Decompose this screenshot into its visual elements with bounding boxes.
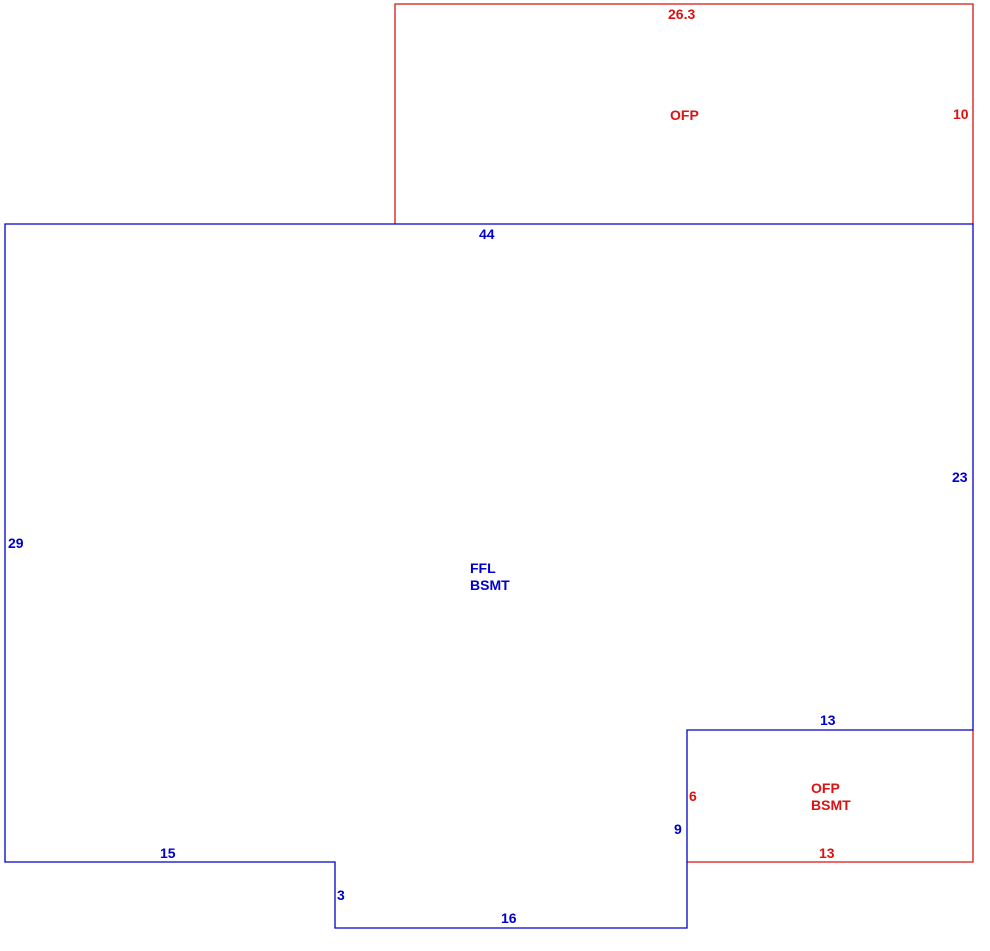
main-area-label-line1: FFL xyxy=(470,560,496,576)
dim-step-left: 9 xyxy=(674,821,682,837)
porch-bottom-label-line1: OFP xyxy=(811,780,840,796)
porch-bottom-label-line2: BSMT xyxy=(811,797,851,813)
porch-bottom-outline xyxy=(687,730,974,863)
dim-porch-bottom-width: 13 xyxy=(819,845,835,861)
dim-step-top: 13 xyxy=(820,712,836,728)
dim-porch-top-depth: 10 xyxy=(953,106,969,122)
dim-notch: 3 xyxy=(337,887,345,903)
main-area-outline xyxy=(4,223,974,929)
dim-main-right: 23 xyxy=(952,469,968,485)
dim-main-bottom-left: 15 xyxy=(160,845,176,861)
porch-top-label: OFP xyxy=(670,107,699,123)
dim-porch-bottom-depth: 6 xyxy=(689,788,697,804)
dim-main-left: 29 xyxy=(8,535,24,551)
porch-top-outline xyxy=(394,3,974,224)
main-area-label-line2: BSMT xyxy=(470,577,510,593)
dim-main-bottom-mid: 16 xyxy=(501,910,517,926)
dim-main-top: 44 xyxy=(479,226,495,242)
dim-porch-top-width: 26.3 xyxy=(668,6,695,22)
